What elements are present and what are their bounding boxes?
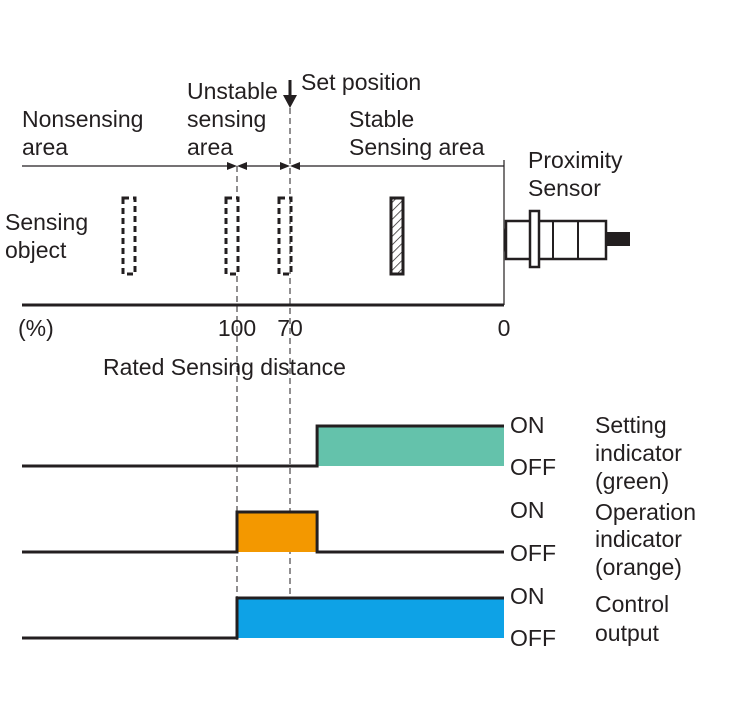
axis-tick-100: 100 <box>218 315 256 341</box>
sensing-object-stable <box>389 196 405 276</box>
control-output-off-label: OFF <box>510 625 556 651</box>
unstable-area-label-line1: Unstable <box>187 78 278 104</box>
axis-unit-label: (%) <box>18 315 54 341</box>
set-position-label: Set position <box>301 69 421 95</box>
setting-indicator-name-line3: (green) <box>595 468 669 494</box>
axis-tick-0: 0 <box>498 315 511 341</box>
nonsensing-area-label-line2: area <box>22 134 68 160</box>
rated-distance-label: Rated Sensing distance <box>103 354 346 380</box>
control-output-timing: ON OFF Control output <box>22 583 669 651</box>
sensing-object-100 <box>224 196 240 276</box>
setting-indicator-off-label: OFF <box>510 454 556 480</box>
operation-indicator-name-line1: Operation <box>595 499 696 525</box>
operation-indicator-off-label: OFF <box>510 540 556 566</box>
stable-area-label-line2: Sensing area <box>349 134 485 160</box>
setting-indicator-on-region <box>317 426 504 466</box>
operation-indicator-on-label: ON <box>510 497 545 523</box>
setting-indicator-on-label: ON <box>510 412 545 438</box>
sensing-object-70 <box>277 196 293 276</box>
nonsensing-area-label-line1: Nonsensing <box>22 106 143 132</box>
stable-area-label-line1: Stable <box>349 106 414 132</box>
sensing-object-label-line2: object <box>5 237 67 263</box>
sensing-object-nonsensing <box>121 196 137 276</box>
setting-indicator-name-line2: indicator <box>595 440 682 466</box>
operation-indicator-timing: ON OFF Operation indicator (orange) <box>22 497 696 580</box>
operation-indicator-name-line2: indicator <box>595 526 682 552</box>
setting-indicator-trace <box>22 424 504 468</box>
control-output-trace <box>22 596 504 640</box>
stable-area-arrow <box>290 162 504 170</box>
operation-indicator-trace <box>22 510 504 554</box>
axis-tick-70: 70 <box>277 315 303 341</box>
control-output-on-label: ON <box>510 583 545 609</box>
sensing-object-label-line1: Sensing <box>5 209 88 235</box>
control-output-name-line2: output <box>595 620 660 646</box>
set-position-arrow <box>283 80 297 108</box>
operation-indicator-name-line3: (orange) <box>595 554 682 580</box>
unstable-area-arrow <box>237 162 290 170</box>
unstable-area-label-line2: sensing <box>187 106 266 132</box>
nonsensing-area-arrow <box>22 162 237 170</box>
proximity-sensor-icon <box>503 209 630 269</box>
control-output-on-region <box>237 598 504 638</box>
sensor-label-line1: Proximity <box>528 147 623 173</box>
unstable-area-label-line3: area <box>187 134 233 160</box>
setting-indicator-name-line1: Setting <box>595 412 667 438</box>
control-output-name-line1: Control <box>595 591 669 617</box>
sensor-label-line2: Sensor <box>528 175 601 201</box>
operation-indicator-on-region <box>237 512 318 552</box>
setting-indicator-timing: ON OFF Setting indicator (green) <box>22 412 682 494</box>
